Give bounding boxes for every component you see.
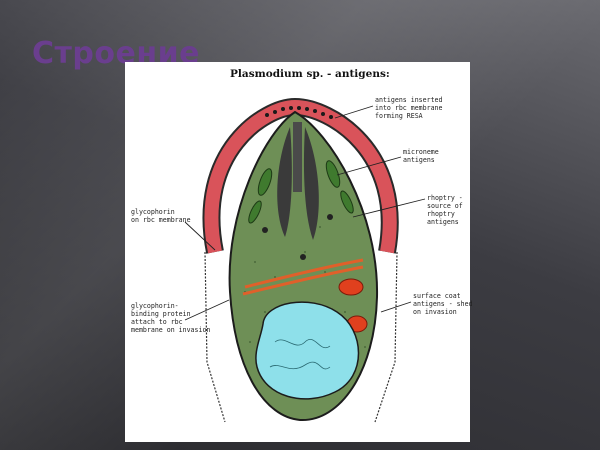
plasmodium-diagram: [184, 97, 426, 423]
rhoptry-neck: [293, 122, 302, 192]
nucleus: [255, 301, 360, 400]
diagram-figure: Plasmodium sp. - antigens:: [125, 62, 473, 442]
dense-granule-1: [262, 227, 268, 233]
dense-granule-2: [327, 214, 333, 220]
organelle-red-1: [338, 278, 364, 296]
label-resa: antigens inserted into rbc membrane form…: [375, 96, 443, 120]
label-rhoptry: rhoptry - source of rhoptry antigens: [427, 194, 463, 226]
rbc-membrane-left: [204, 251, 226, 423]
pointer-lines: [184, 105, 426, 321]
surface-antigen-dots: [265, 106, 333, 119]
label-glycophorin-binding: glycophorin- binding protein attach to r…: [131, 302, 211, 334]
figure-title: Plasmodium sp. - antigens:: [230, 68, 390, 80]
microneme-2: [325, 160, 341, 188]
rhoptry-left: [277, 127, 292, 237]
rhoptry-right: [303, 127, 319, 240]
microneme-3: [248, 200, 262, 224]
label-microneme: microneme antigens: [403, 148, 439, 164]
rbc-membrane-right: [374, 251, 398, 423]
dense-granule-3: [300, 254, 306, 260]
mitochondrion: [244, 258, 364, 289]
microneme-1: [257, 168, 273, 196]
microneme-4: [340, 190, 354, 214]
label-glycophorin-membrane: glycophorin on rbc membrane: [131, 208, 191, 224]
label-surface-coat: surface coat antigens - shed on invasion: [413, 292, 473, 316]
